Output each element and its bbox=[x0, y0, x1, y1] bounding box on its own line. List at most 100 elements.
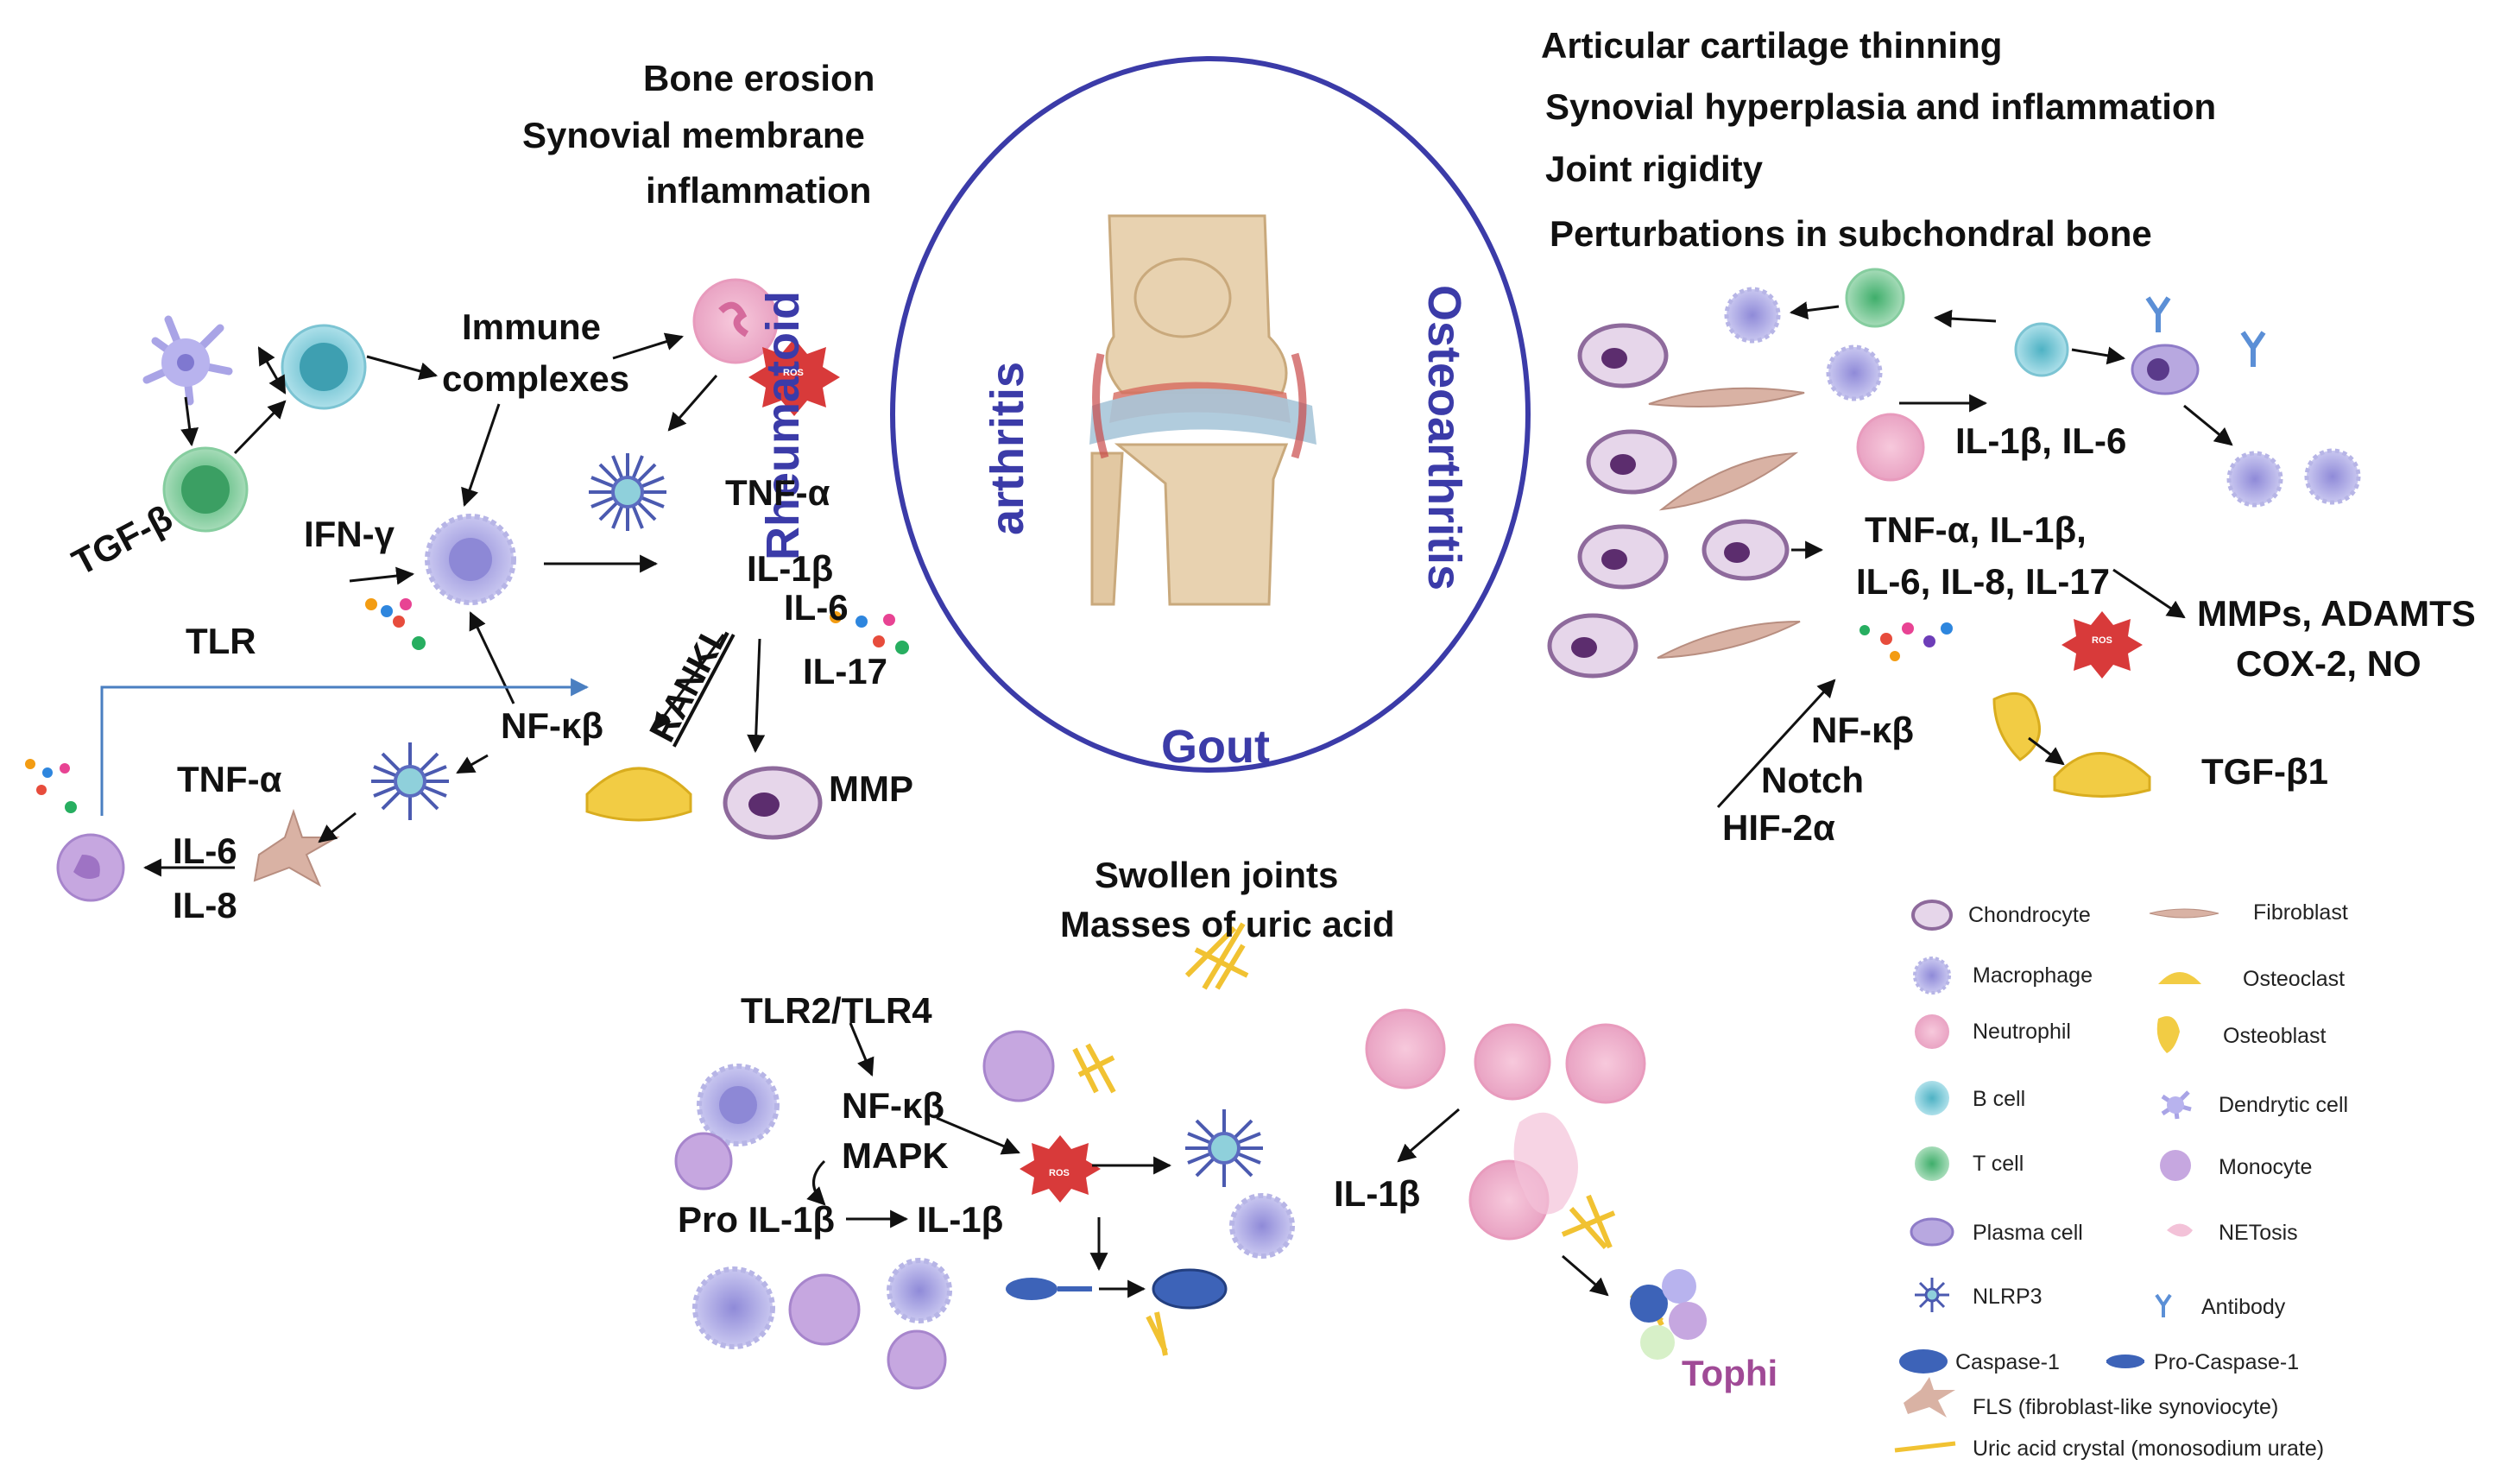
ra-cells bbox=[25, 278, 909, 902]
oa-hif: HIF-2α bbox=[1722, 807, 1835, 848]
oa-cox2: COX-2, NO bbox=[2236, 643, 2421, 684]
ros-star bbox=[1020, 1135, 1101, 1203]
neutrophil bbox=[1565, 1023, 1646, 1104]
cytokine-dots bbox=[25, 598, 909, 813]
gout-il1b-right: IL-1β bbox=[1334, 1173, 1421, 1214]
oa-symptom-2: Synovial hyperplasia and inflammation bbox=[1545, 86, 2217, 127]
monocyte bbox=[674, 1132, 733, 1190]
oa-cells bbox=[1547, 268, 2361, 809]
neutrophil bbox=[1856, 413, 1925, 482]
macrophage bbox=[2226, 451, 2283, 508]
dendritic-cell bbox=[142, 315, 233, 406]
ra-mmp: MMP bbox=[829, 768, 913, 809]
pro-caspase-1 bbox=[1006, 1278, 1058, 1300]
nlrp3 bbox=[371, 742, 449, 820]
gout-pro-il1b: Pro IL-1β bbox=[678, 1199, 835, 1240]
oa-symptom-4: Perturbations in subchondral bone bbox=[1550, 213, 2152, 254]
ra-il17: IL-17 bbox=[803, 651, 888, 691]
gout-symptom-1: Swollen joints bbox=[1095, 855, 1339, 895]
gout-ros: ROS bbox=[1049, 1168, 1070, 1178]
legend-icons bbox=[1894, 900, 2219, 1453]
ros-star bbox=[2061, 611, 2143, 679]
nlrp3 bbox=[589, 453, 666, 531]
oa-tgfb1: TGF-β1 bbox=[2201, 751, 2328, 792]
legend-chondrocyte: Chondrocyte bbox=[1968, 903, 2091, 927]
oa-symptom-3: Joint rigidity bbox=[1545, 148, 1763, 189]
cytokine-dots bbox=[1859, 622, 1953, 661]
osteoclast bbox=[585, 767, 692, 822]
oa-ros: ROS bbox=[2092, 635, 2112, 646]
legend-macrophage: Macrophage bbox=[1973, 963, 2093, 988]
macrophage bbox=[1229, 1193, 1295, 1259]
fibroblast bbox=[1658, 452, 1799, 511]
gout-tlr: TLR2/TLR4 bbox=[741, 990, 932, 1031]
ra-ifn-gamma: IFN-γ bbox=[304, 514, 395, 554]
ra-il6-bottom: IL-6 bbox=[173, 830, 237, 871]
legend-monocyte: Monocyte bbox=[2219, 1155, 2313, 1179]
ra-symptom-1: Bone erosion bbox=[643, 58, 875, 98]
legend-fibroblast: Fibroblast bbox=[2253, 900, 2348, 925]
neutrophil bbox=[1474, 1023, 1551, 1101]
legend-uric-acid: Uric acid crystal (monosodium urate) bbox=[1973, 1437, 2325, 1461]
meniscus bbox=[1089, 388, 1316, 445]
legend-b-cell: B cell bbox=[1973, 1087, 2026, 1111]
caspase-1 bbox=[1152, 1268, 1228, 1310]
ra-label-line1: Rheumatoid bbox=[757, 291, 809, 561]
oa-notch: Notch bbox=[1761, 760, 1864, 800]
ra-immune-2: complexes bbox=[442, 358, 630, 399]
fibroblast bbox=[1648, 387, 1805, 408]
ra-label-line2: arthritis bbox=[982, 361, 1033, 535]
oa-cytokines-1: TNF-α, IL-1β, bbox=[1865, 509, 2087, 550]
ra-tnf-alpha-bottom: TNF-α bbox=[177, 759, 282, 799]
legend-nlrp3: NLRP3 bbox=[1973, 1285, 2043, 1309]
macrophage bbox=[1724, 287, 1781, 344]
ra-ros: ROS bbox=[783, 368, 804, 378]
osteoclast bbox=[2053, 752, 2151, 798]
ra-symptom-3: inflammation bbox=[646, 170, 872, 211]
ra-arrows bbox=[142, 332, 766, 877]
b-cell bbox=[2014, 322, 2069, 377]
ra-nf-kb: NF-κβ bbox=[501, 705, 604, 746]
ra-tnf-alpha-top: TNF-α bbox=[725, 472, 830, 513]
monocyte bbox=[887, 1329, 947, 1390]
oa-label: Osteoarthritis bbox=[1418, 285, 1470, 591]
nlrp3 bbox=[1185, 1109, 1263, 1187]
patella bbox=[1133, 257, 1232, 338]
legend-caspase-1: Caspase-1 bbox=[1955, 1350, 2060, 1374]
legend-pro-caspase-1: Pro-Caspase-1 bbox=[2154, 1350, 2300, 1374]
fibula-bone bbox=[1090, 452, 1124, 606]
legend-fls: FLS (fibroblast-like synoviocyte) bbox=[1973, 1395, 2279, 1419]
gout-arrows bbox=[846, 1022, 1609, 1298]
macrophage bbox=[2304, 448, 2361, 505]
ra-tlr: TLR bbox=[186, 621, 256, 661]
oa-cytokines-2: IL-6, IL-8, IL-17 bbox=[1856, 561, 2111, 602]
oa-arrows bbox=[1716, 301, 2233, 809]
netosis bbox=[1513, 1112, 1578, 1215]
osteoblast bbox=[1992, 691, 2041, 761]
legend-netosis: NETosis bbox=[2219, 1221, 2298, 1245]
ra-immune-1: Immune bbox=[462, 306, 602, 347]
t-cell bbox=[1845, 268, 1905, 328]
monocyte bbox=[982, 1030, 1055, 1102]
tibia-bone bbox=[1114, 443, 1289, 606]
gout-cells bbox=[674, 922, 1707, 1390]
gout-il1b: IL-1β bbox=[917, 1199, 1004, 1240]
legend-neutrophil: Neutrophil bbox=[1973, 1020, 2071, 1044]
tophi bbox=[1630, 1269, 1707, 1360]
gout-tophi: Tophi bbox=[1682, 1353, 1778, 1393]
oa-symptom-1: Articular cartilage thinning bbox=[1541, 25, 2003, 66]
neutrophil bbox=[1365, 1008, 1446, 1089]
monocyte bbox=[788, 1273, 861, 1346]
oa-nf-kb: NF-κβ bbox=[1811, 710, 1915, 750]
legend-antibody: Antibody bbox=[2201, 1295, 2286, 1319]
antibody bbox=[2145, 296, 2266, 367]
knee-joint-illustration bbox=[890, 56, 1531, 773]
macrophage bbox=[887, 1258, 952, 1323]
fibroblast bbox=[1657, 621, 1801, 659]
ra-il1b: IL-1β bbox=[747, 548, 834, 589]
gout-mapk: MAPK bbox=[842, 1135, 949, 1176]
legend-plasma-cell: Plasma cell bbox=[1973, 1221, 2083, 1245]
macrophage bbox=[1826, 344, 1883, 401]
